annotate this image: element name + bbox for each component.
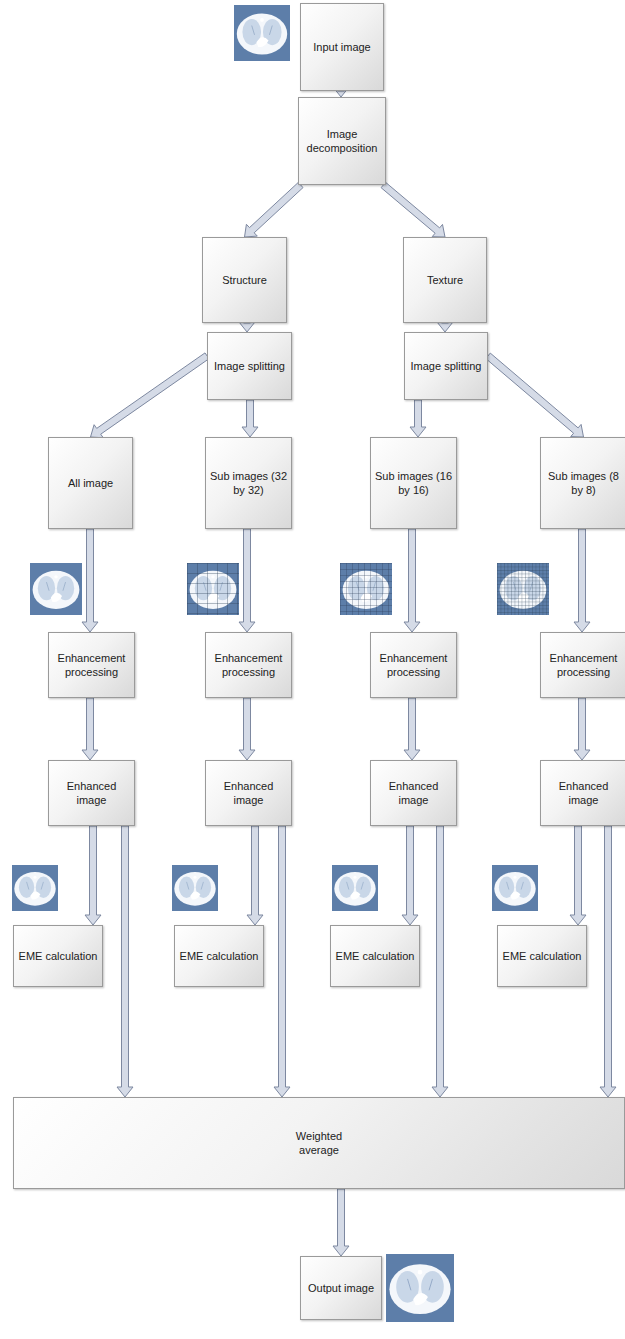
box-label: Image splitting (214, 359, 285, 373)
box-label: Enhancement processing (544, 651, 623, 680)
ct-grid-thumbnail (497, 563, 549, 615)
ct-thumbnail (332, 865, 378, 911)
process-box: Image splitting (207, 332, 292, 400)
block-arrow (239, 698, 255, 760)
process-box: All image (48, 437, 133, 529)
box-label: EME calculation (180, 949, 259, 963)
box-label: Texture (427, 273, 463, 287)
block-arrow (486, 353, 584, 437)
process-box: Enhancement processing (370, 632, 457, 698)
process-box: Output image (300, 1256, 382, 1320)
process-box: Enhanced image (370, 760, 457, 826)
process-box: Structure (202, 237, 287, 323)
process-box: EME calculation (13, 925, 103, 987)
box-label: Output image (308, 1281, 374, 1295)
process-box: Enhanced image (48, 760, 135, 826)
box-label: Enhancement processing (374, 651, 453, 680)
box-label: Enhanced image (374, 779, 453, 808)
box-label: Enhancement processing (52, 651, 131, 680)
block-arrow (404, 529, 420, 632)
block-arrow (574, 529, 590, 632)
process-box: Image splitting (404, 332, 488, 400)
box-label: EME calculation (19, 949, 98, 963)
block-arrow (381, 182, 445, 237)
process-box: Sub images (32 by 32) (205, 437, 292, 529)
block-arrow (274, 826, 290, 1097)
box-label: Sub images (8 by 8) (544, 469, 623, 498)
block-arrow (404, 698, 420, 760)
ct-thumbnail (172, 865, 218, 911)
ct-thumbnail (234, 5, 290, 61)
block-arrow (239, 529, 255, 632)
block-arrow (410, 400, 426, 437)
box-label: Sub images (16 by 16) (374, 469, 453, 498)
ct-thumbnail (386, 1252, 454, 1324)
process-box: Texture (403, 237, 487, 323)
box-label: Enhanced image (544, 779, 623, 808)
box-label: All image (68, 476, 113, 490)
block-arrow (239, 322, 255, 332)
process-box: EME calculation (174, 925, 264, 987)
block-arrow (82, 529, 98, 632)
ct-thumbnail (492, 865, 538, 911)
ct-grid-thumbnail (187, 563, 239, 615)
ct-grid-thumbnail (340, 563, 392, 615)
ct-thumbnail (12, 865, 58, 911)
block-arrow (242, 400, 258, 437)
process-box: Image decomposition (298, 97, 386, 185)
block-arrow (245, 182, 304, 237)
box-label: EME calculation (503, 949, 582, 963)
block-arrow (600, 826, 616, 1097)
block-arrow (117, 826, 133, 1097)
process-box: Enhancement processing (540, 632, 625, 698)
block-arrow (247, 826, 263, 925)
process-box: Enhancement processing (205, 632, 292, 698)
block-arrow (91, 353, 210, 438)
box-label: Enhanced image (52, 779, 131, 808)
block-arrow (85, 826, 101, 925)
block-arrow (432, 826, 448, 1097)
block-arrow (82, 698, 98, 760)
process-box: EME calculation (497, 925, 587, 987)
box-label: EME calculation (336, 949, 415, 963)
process-box: Enhanced image (540, 760, 625, 826)
block-arrow (570, 826, 586, 925)
box-label: Weighted average (284, 1129, 354, 1158)
process-box: Weighted average (13, 1097, 625, 1189)
box-label: Enhancement processing (209, 651, 288, 680)
box-label: Enhanced image (209, 779, 288, 808)
ct-thumbnail (30, 563, 82, 615)
box-label: Sub images (32 by 32) (209, 469, 288, 498)
box-label: Image splitting (411, 359, 482, 373)
process-box: Enhanced image (205, 760, 292, 826)
block-arrow (437, 322, 453, 332)
process-box: Input image (300, 3, 384, 91)
process-box: Sub images (8 by 8) (540, 437, 625, 529)
block-arrow (333, 1189, 349, 1256)
block-arrow (402, 826, 418, 925)
process-box: Sub images (16 by 16) (370, 437, 457, 529)
block-arrow (574, 698, 590, 760)
box-label: Structure (222, 273, 267, 287)
process-box: Enhancement processing (48, 632, 135, 698)
box-label: Input image (313, 40, 370, 54)
box-label: Image decomposition (302, 127, 382, 156)
process-box: EME calculation (330, 925, 420, 987)
